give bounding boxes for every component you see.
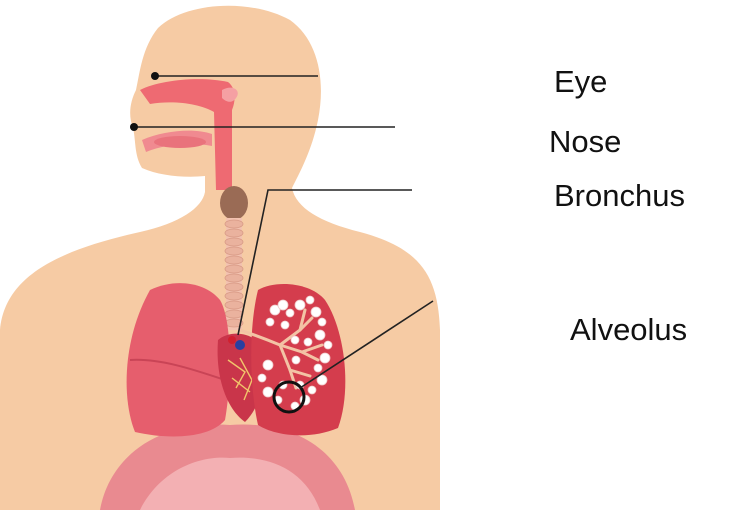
label-eye: Eye	[554, 66, 607, 97]
aorta-blue	[235, 340, 245, 350]
larynx	[220, 186, 248, 220]
trachea	[225, 218, 243, 330]
label-alveolus: Alveolus	[570, 314, 687, 345]
aorta-red	[228, 336, 236, 344]
leader-dot-nose	[130, 123, 138, 131]
label-nose: Nose	[549, 126, 621, 157]
tongue	[154, 136, 206, 148]
leader-dot-eye	[151, 72, 159, 80]
label-bronchus: Bronchus	[554, 180, 685, 211]
